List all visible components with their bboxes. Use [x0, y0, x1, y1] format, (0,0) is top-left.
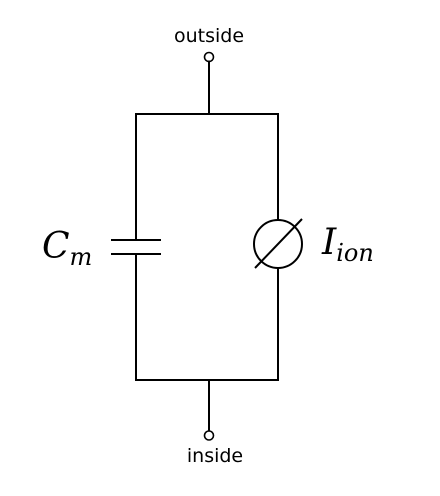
source-label: Iion — [321, 222, 374, 267]
inside-terminal — [203, 430, 215, 441]
inside-label: inside — [187, 445, 243, 467]
capacitor-symbol: C — [42, 226, 70, 267]
source-slash-mark — [254, 218, 303, 269]
capacitor-subscript: m — [70, 243, 93, 271]
outside-terminal — [203, 51, 215, 63]
capacitor-label: Cm — [42, 226, 92, 271]
source-symbol: I — [321, 222, 337, 263]
outside-label: outside — [174, 25, 244, 47]
source-subscript: ion — [336, 239, 374, 267]
